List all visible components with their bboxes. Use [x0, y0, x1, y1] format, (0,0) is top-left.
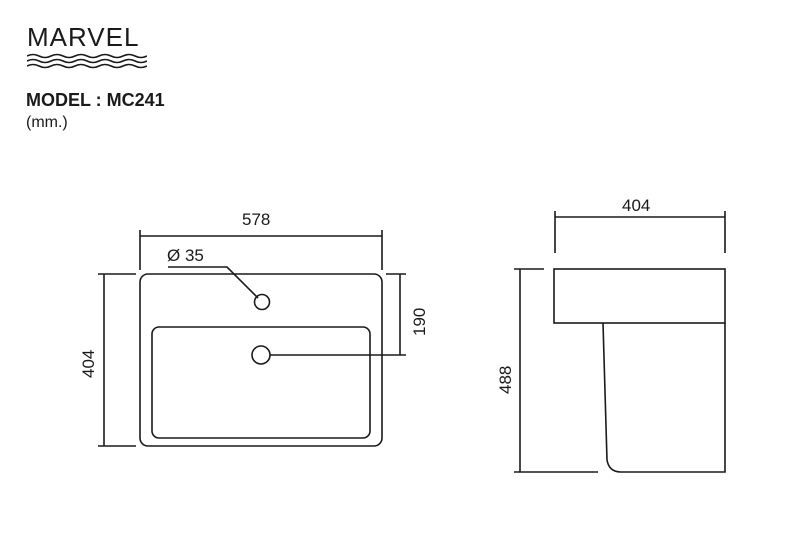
side-basin-block: [553, 268, 726, 324]
top-view: [98, 230, 406, 447]
model-title: MODEL : MC241: [26, 90, 165, 110]
brand-name: MARVEL: [27, 22, 140, 52]
basin-inner-bowl: [151, 326, 371, 439]
depth-label: 404: [79, 350, 98, 378]
side-pedestal: [602, 322, 726, 473]
tap-hole: [253, 293, 271, 311]
width-label: 578: [242, 210, 270, 229]
diameter-leader-line: [168, 266, 259, 299]
side-height-label: 488: [496, 366, 515, 394]
basin-outer-outline: [139, 273, 383, 447]
units-label: (mm.): [26, 114, 68, 131]
side-depth-label: 404: [622, 196, 650, 215]
tap-hole-diameter-label: Ø 35: [167, 246, 204, 265]
brand-logo: MARVEL: [27, 22, 147, 72]
offset-label: 190: [410, 308, 429, 336]
wave-logo-icon: [27, 53, 147, 69]
drain-hole: [251, 345, 271, 365]
side-view: [514, 211, 726, 473]
